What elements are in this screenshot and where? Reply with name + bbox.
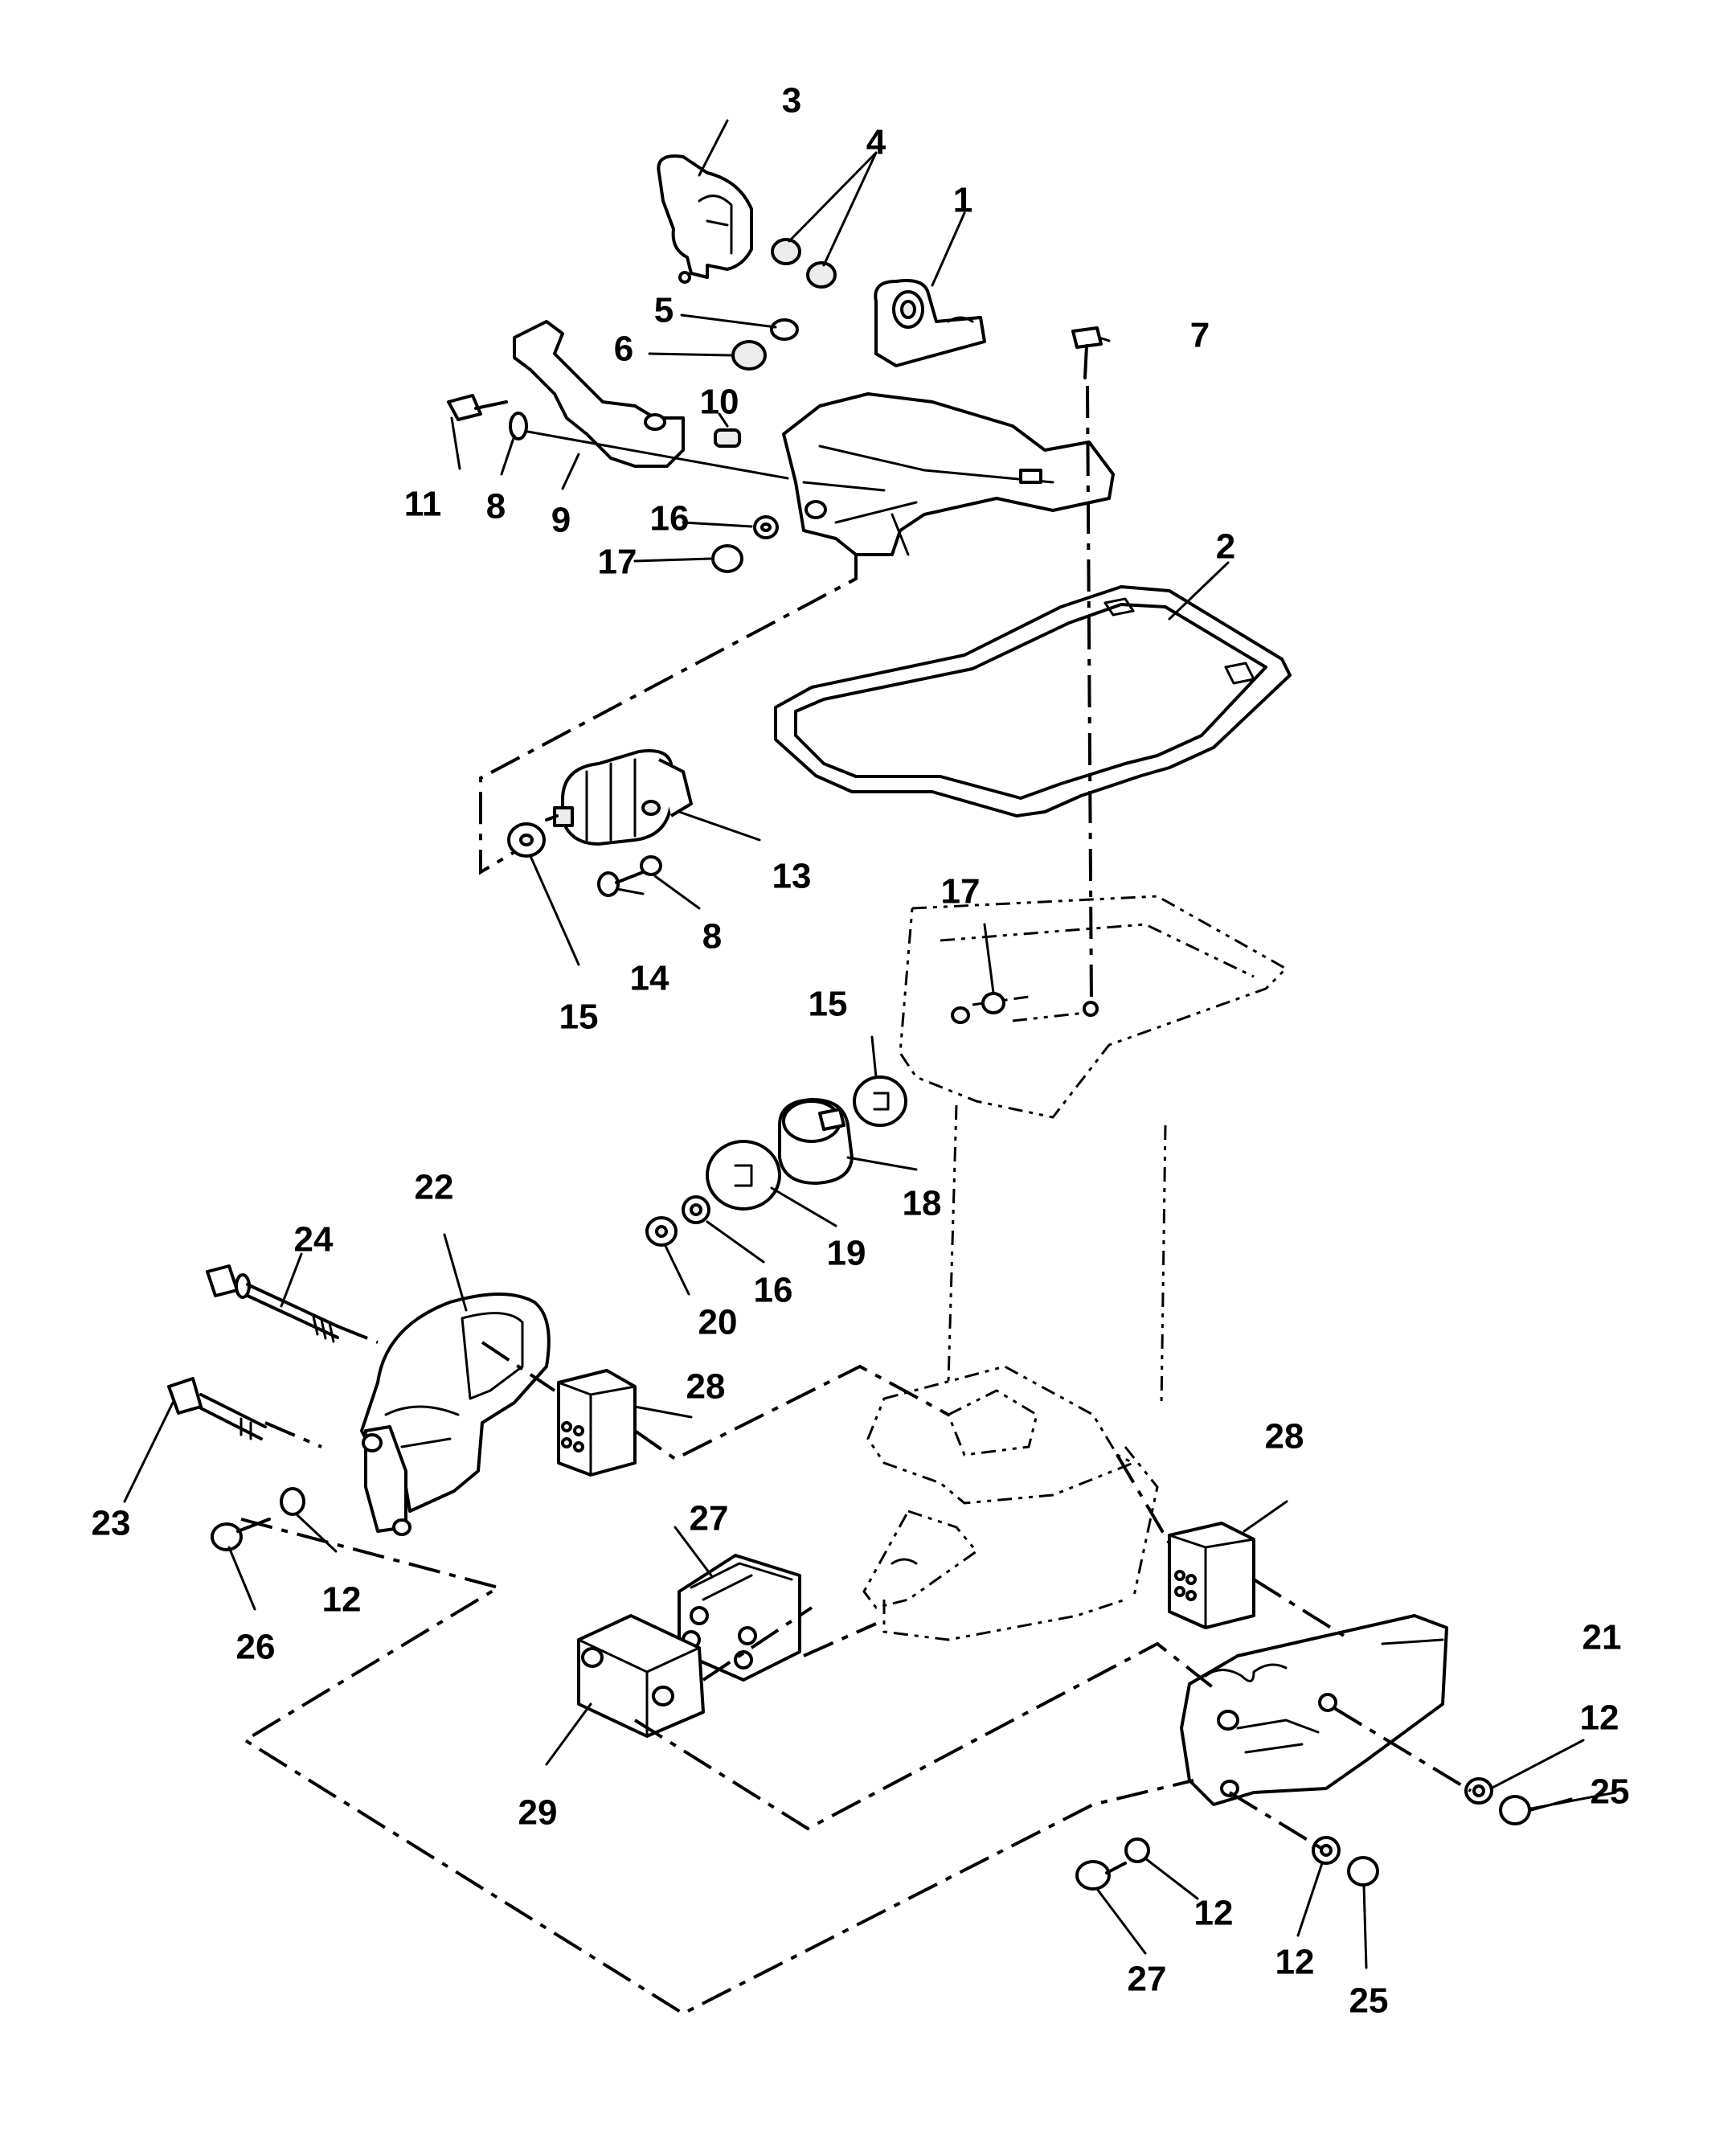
part-15-washer-lower (853, 1075, 907, 1127)
callout-22: 22 (415, 1168, 454, 1207)
part-26-pad (678, 1554, 801, 1682)
part-12-washer-left (280, 1487, 305, 1516)
part-24-long-bolt (206, 1264, 339, 1343)
callout-15-lower: 15 (809, 985, 848, 1024)
part-27-screw-left (211, 1518, 271, 1551)
callout-8-upper: 8 (486, 487, 506, 526)
callout-27-left: 26 (236, 1628, 276, 1667)
callout-12-right-upper: 12 (1580, 1698, 1619, 1738)
part-25-nut-right-upper (1499, 1795, 1531, 1825)
part-8-lockwasher-upper (509, 412, 528, 440)
assembly-path-upper (479, 555, 858, 875)
part-3-upper-mount-cover (657, 154, 753, 284)
part-17-nut-lower (981, 992, 1005, 1014)
callout-16-upper: 16 (650, 499, 690, 539)
callout-4: 4 (866, 123, 886, 162)
callout-26: 27 (690, 1499, 729, 1538)
assembly-path-bolt (1086, 385, 1093, 1006)
part-20-nut (645, 1216, 678, 1247)
callout-3: 3 (782, 81, 801, 121)
part-11-bolt (447, 394, 508, 421)
callout-14: 14 (630, 959, 669, 998)
callout-28-left: 28 (686, 1367, 726, 1407)
callout-12-left: 12 (322, 1580, 362, 1620)
part-14-bolt (597, 871, 645, 897)
callout-9: 9 (551, 501, 571, 540)
leader-lines (123, 119, 1617, 1969)
part-16-washer-lower (682, 1195, 710, 1224)
callout-24: 24 (294, 1220, 334, 1260)
part-10-pin (714, 428, 741, 448)
part-25-nut-right-lower (1347, 1856, 1379, 1887)
assembly-paths-lower (240, 1325, 1472, 2016)
part-19-washer (706, 1140, 781, 1211)
part-21-right-bracket (1180, 1614, 1448, 1806)
callout-16-lower: 16 (754, 1271, 793, 1310)
housing-stud (951, 1006, 970, 1024)
part-16-washer-upper (753, 515, 779, 539)
callout-10: 10 (700, 383, 739, 422)
part-9-bracket (513, 320, 789, 480)
callout-28-right: 28 (1265, 1417, 1304, 1456)
part-28-right-block (1168, 1522, 1255, 1629)
callout-17-lower: 17 (941, 872, 981, 912)
callout-20: 20 (698, 1303, 738, 1342)
callout-29: 29 (518, 1793, 558, 1833)
part-1-mount-bracket (874, 279, 986, 367)
part-7-bolt (1071, 326, 1103, 379)
callout-13: 13 (772, 857, 812, 896)
callout-21: 21 (1582, 1618, 1622, 1657)
mount-stud-end (805, 500, 827, 519)
callout-12-right-lower: 12 (1275, 1943, 1315, 1982)
callout-25-right-lower: 25 (1349, 1981, 1389, 2021)
part-6-washer (731, 340, 767, 371)
part-12-washer-right-upper (1464, 1777, 1493, 1805)
callout-11: 11 (404, 485, 442, 524)
callout-2: 2 (1216, 527, 1235, 567)
callout-1: 1 (953, 181, 972, 220)
part-12-washer-right-lower-b (1312, 1836, 1341, 1865)
part-12-washer-right-lower-a (1124, 1837, 1150, 1863)
callout-15-left: 15 (559, 998, 599, 1037)
part-29-block (577, 1614, 705, 1738)
bolt-hole (1083, 1001, 1099, 1017)
callout-25-right-upper: 25 (1591, 1772, 1630, 1812)
part-17-nut-upper (711, 544, 743, 573)
part-28-left-block (557, 1369, 637, 1477)
part-23-short-bolt (167, 1377, 267, 1440)
part-5-nut (770, 318, 799, 341)
callout-12-right-mid: 12 (1194, 1894, 1234, 1933)
callout-23: 23 (92, 1504, 131, 1543)
callout-17-upper: 17 (598, 543, 637, 582)
upper-mount-assembly (782, 392, 1115, 556)
part-8-lockwasher-mid (640, 855, 662, 876)
callout-5: 5 (654, 291, 674, 330)
callout-7: 7 (1190, 316, 1210, 355)
part-27-screw-right (1075, 1860, 1127, 1891)
part-18-mount-cup (778, 1098, 854, 1185)
part-22-left-bracket (360, 1293, 551, 1536)
part-13-rubber-mount (545, 749, 693, 846)
callout-labels: 3 4 1 5 6 7 10 2 11 8 9 16 17 13 8 14 15… (92, 81, 1630, 2021)
callout-6: 6 (614, 330, 633, 369)
part-4-bushings (771, 238, 837, 289)
callout-27-right: 27 (1128, 1960, 1167, 1999)
part-15-washer-left (507, 822, 546, 858)
callout-19: 19 (827, 1234, 866, 1273)
part-2-gasket (774, 585, 1292, 817)
callout-8-mid: 8 (702, 917, 722, 957)
callout-18: 18 (903, 1184, 942, 1223)
